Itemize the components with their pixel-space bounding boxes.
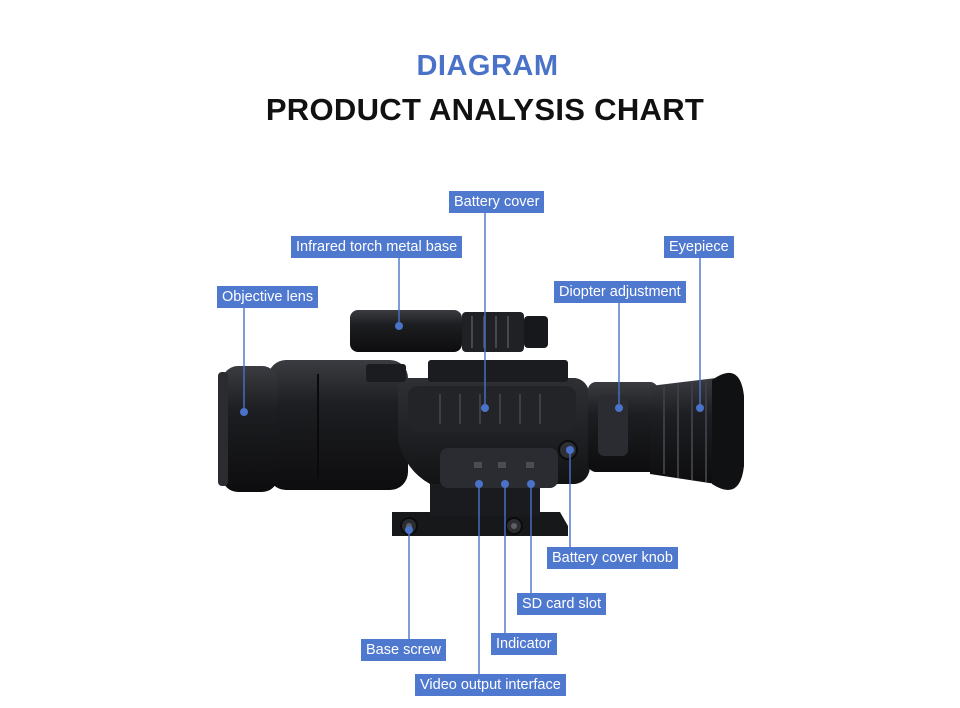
infrared-torch-part	[350, 310, 548, 382]
label-base-screw: Base screw	[361, 639, 446, 661]
objective-lens-part	[218, 360, 408, 492]
callout-lines	[243, 212, 701, 674]
label-battery-cover-knob: Battery cover knob	[547, 547, 678, 569]
eyepiece-part	[650, 372, 744, 490]
label-video-output-interface: Video output interface	[415, 674, 566, 696]
callout-points	[240, 322, 704, 534]
mount-base	[392, 482, 568, 536]
diopter-ring-part	[588, 382, 658, 472]
label-indicator: Indicator	[491, 633, 557, 655]
diagram-kicker: DIAGRAM	[416, 50, 559, 82]
label-battery-cover: Battery cover	[449, 191, 545, 213]
label-eyepiece: Eyepiece	[664, 236, 734, 258]
label-infrared-torch-metal-base: Infrared torch metal base	[291, 236, 463, 258]
label-diopter-adjustment: Diopter adjustment	[554, 281, 686, 303]
main-body	[398, 360, 590, 488]
label-objective-lens: Objective lens	[217, 286, 319, 308]
label-sd-card-slot: SD card slot	[517, 593, 606, 615]
page-title: PRODUCT ANALYSIS CHART	[265, 92, 705, 127]
